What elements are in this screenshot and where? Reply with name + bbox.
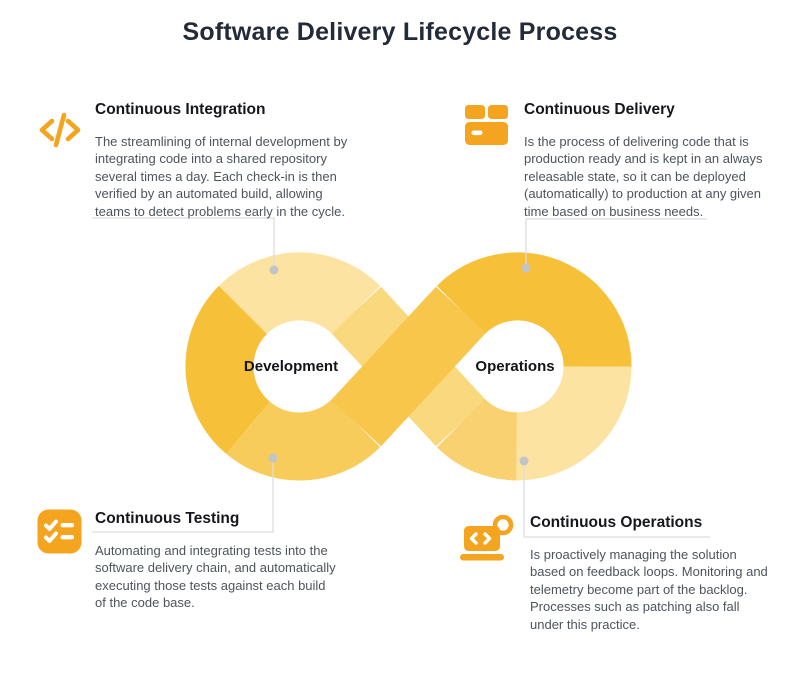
section-description: The streamlining of internal development… (95, 134, 348, 219)
connector-top-left (92, 217, 275, 268)
connector-top-right (525, 218, 707, 266)
section-description: Is the process of delivering code that i… (524, 134, 763, 219)
loop-segment-left-top (218, 252, 381, 335)
section-continuous-delivery: Continuous Delivery Is the process of de… (462, 99, 800, 220)
section-heading: Continuous Integration (95, 101, 266, 118)
connector-dot-bottom-left (268, 453, 278, 463)
page-title: Software Delivery Lifecycle Process (182, 18, 618, 46)
package-icon (462, 100, 511, 149)
loop-segment-right-bottomleft (436, 398, 519, 481)
loop-segment-right-bottom (509, 364, 632, 481)
loop-segment-left-bottom (226, 398, 381, 481)
section-heading: Continuous Delivery (524, 101, 675, 118)
code-icon (36, 106, 84, 154)
section-heading: Continuous Operations (530, 514, 703, 531)
development-label: Development (243, 358, 339, 375)
section-description: Is proactively managing the solution bas… (530, 547, 768, 632)
operations-label: Operations (475, 358, 555, 375)
connector-dot-bottom-right (519, 456, 529, 466)
checklist-icon (36, 508, 83, 555)
section-continuous-integration: Continuous Integration The streamlining … (36, 99, 375, 220)
section-continuous-testing: Continuous Testing Automating and integr… (36, 508, 375, 612)
connector-dot-top-left (269, 265, 279, 275)
section-continuous-operations: Continuous Operations Is proactively man… (460, 512, 800, 633)
loop-segment-right-top (436, 252, 632, 368)
connector-dot-top-right (521, 263, 531, 273)
section-heading: Continuous Testing (95, 510, 240, 527)
section-description: Automating and integrating tests into th… (95, 543, 336, 611)
laptop-search-icon (460, 515, 514, 565)
